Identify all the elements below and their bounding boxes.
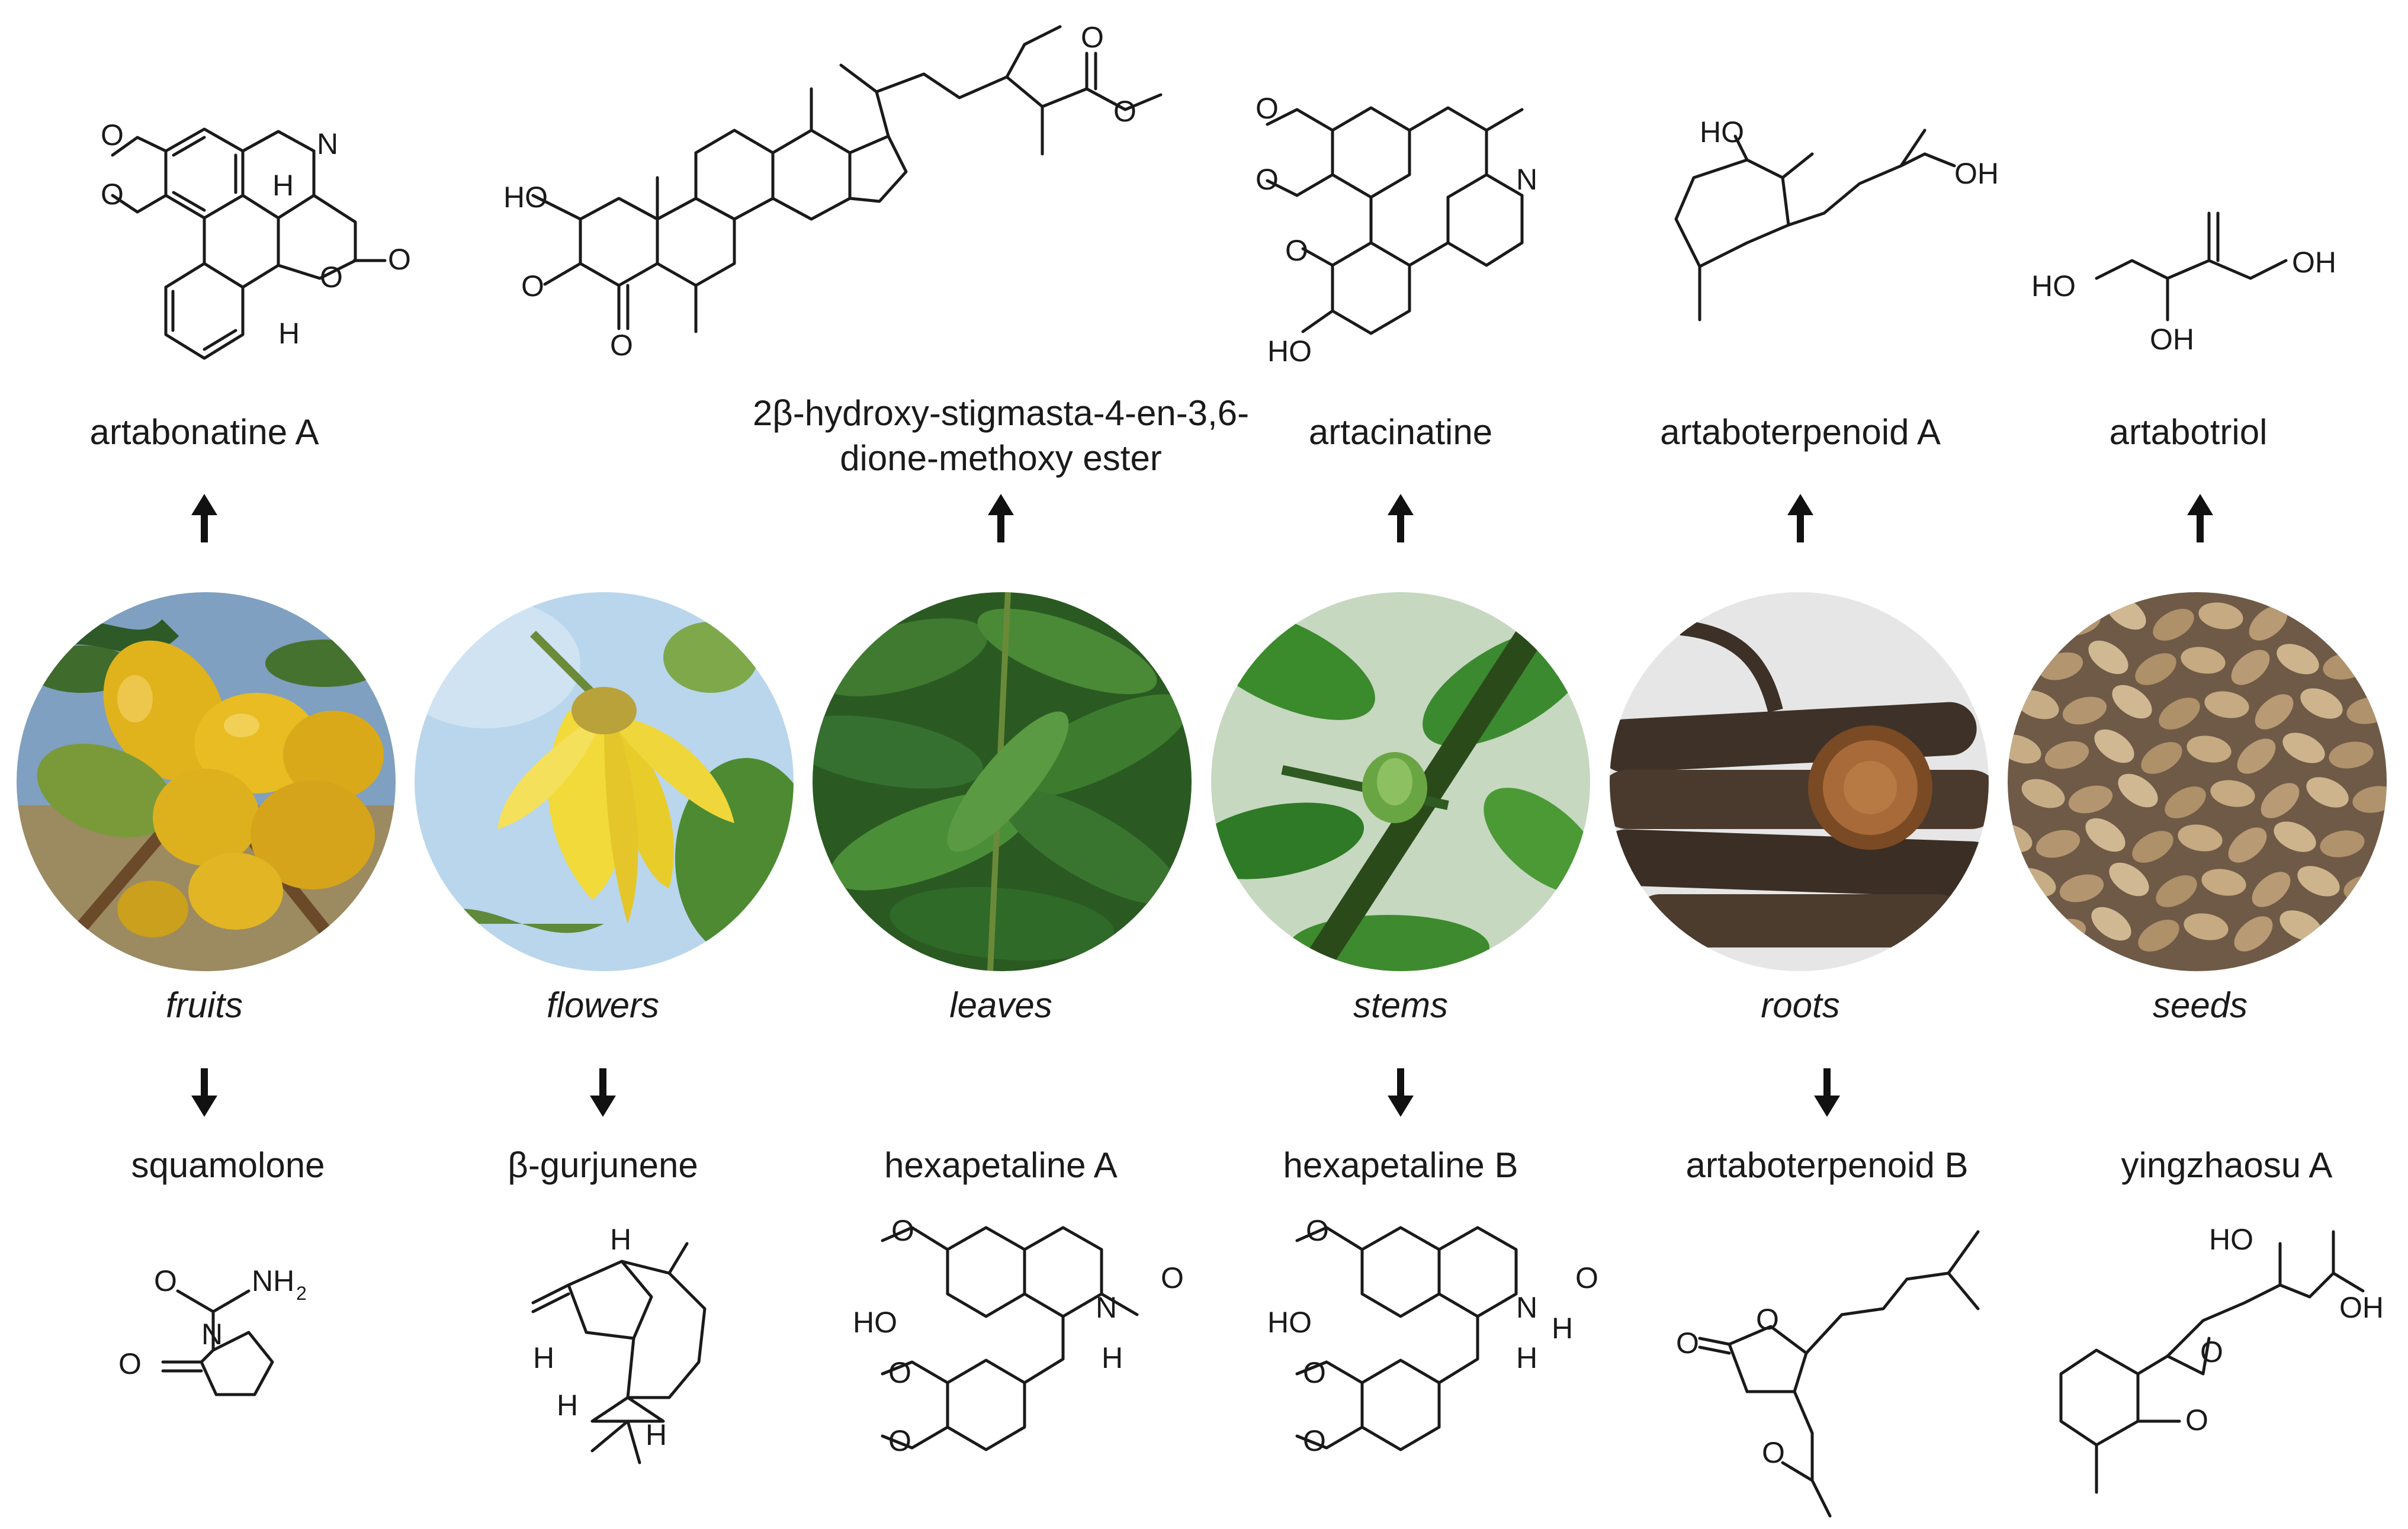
atom-n: N [1516,163,1537,196]
part-label-flowers: flowers [546,985,660,1025]
atom-n: N [1096,1291,1117,1324]
atom-o: O [1762,1436,1785,1469]
part-label-stems: stems [1353,985,1449,1025]
atom-o: O [1256,92,1279,125]
label-hexapetaline-a: hexapetaline A [884,1145,1118,1185]
structure-artaboterpenoid-b [1698,1230,1980,1518]
structure-artacinatine [1266,106,1524,335]
label-hexapetaline-b: hexapetaline B [1283,1145,1518,1185]
atom-o: O [891,1214,914,1247]
atom-o: O [1285,234,1308,267]
atom-o: O [1161,1261,1184,1294]
label-artaboterpenoid-a: artaboterpenoid A [1660,412,1941,452]
label-hydroxy-stigmasta: 2β-hydroxy-stigmasta-4-en-3,6-dione-meth… [752,393,1250,478]
atom-o: O [1256,163,1279,196]
atom-ho: HO [1267,335,1312,368]
label-yingzhaosu-a: yingzhaosu A [2121,1145,2333,1185]
atom-h: H [646,1418,667,1451]
atom-o: O [1081,21,1104,54]
atom-o: O [1113,95,1136,128]
atom-nh2: NH [252,1264,294,1297]
label-artabonatine-a: artabonatine A [89,412,319,452]
atom-ho: HO [1700,115,1744,149]
arrow-up-roots [1787,494,1813,542]
label-artabotriol: artabotriol [2109,412,2268,452]
atom-o: O [888,1356,911,1389]
atom-o: O [320,261,343,294]
atom-o: O [1303,1424,1326,1457]
part-label-seeds: seeds [2152,985,2248,1025]
atom-ho: HO [1267,1306,1312,1339]
atom-o: O [1303,1356,1326,1389]
atom-n: N [317,127,338,160]
atom-o: O [1756,1303,1779,1336]
arrow-down-stems [1388,1068,1414,1117]
atom-ho: HO [853,1306,897,1339]
atom-h: H [272,169,294,202]
atom-ho: HO [503,181,548,214]
arrow-down-flowers [590,1068,616,1117]
structure-beta-gurjunene [531,1242,707,1464]
label-squamolone: squamolone [131,1145,325,1185]
arrow-up-fruits [191,494,217,542]
label-artacinatine: artacinatine [1308,412,1493,452]
arrow-up-seeds [2187,494,2213,542]
atom-h: H [557,1389,578,1422]
structure-artabotriol [2095,211,2288,322]
atom-o: O [101,118,124,152]
atom-o: O [888,1424,911,1457]
atom-oh: OH [2292,246,2336,279]
atom-h: H [1102,1341,1123,1374]
leaves-photo [813,592,1192,971]
arrow-down-roots [1814,1068,1840,1117]
atom-o: O [388,243,411,276]
atom-o: O [1676,1326,1699,1360]
atom-o: O [101,178,124,211]
arrow-up-leaves [988,494,1014,542]
atom-ho: HO [2209,1223,2253,1256]
part-label-fruits: fruits [165,985,243,1025]
label-artaboterpenoid-b: artaboterpenoid B [1685,1145,1969,1185]
roots-photo [1610,592,1989,971]
atom-oh: OH [2339,1291,2384,1324]
label-beta-gurjunene: β-gurjunene [508,1145,698,1185]
part-label-roots: roots [1761,985,1840,1025]
atom-o: O [118,1347,142,1380]
atom-oh: OH [1954,157,1999,190]
atom-h: H [1516,1341,1537,1374]
structure-artaboterpenoid-a [1674,129,1956,322]
atom-n: N [201,1318,223,1351]
arrow-up-stems [1388,494,1414,542]
atom-subscript-2: 2 [296,1283,307,1304]
atom-o: O [521,269,544,303]
atom-n: N [1516,1291,1537,1324]
structure-hexapetaline-a [881,1226,1139,1451]
stems-photo [1211,592,1590,971]
atom-h: H [610,1223,631,1256]
atom-ho: HO [2031,269,2076,303]
part-label-leaves: leaves [949,985,1052,1025]
atom-o: O [1575,1261,1598,1294]
atom-o: O [2200,1335,2223,1369]
structure-yingzhaosu-a [2059,1230,2365,1494]
arrow-down-fruits [191,1068,217,1117]
structure-artabonatine-a [111,127,387,360]
atom-o: O [1306,1214,1329,1247]
atom-h: H [278,317,300,350]
atom-h: H [1552,1312,1573,1345]
atom-o: O [154,1264,177,1297]
atom-o: O [2185,1403,2208,1437]
structure-squamolone [161,1289,274,1396]
atom-o: O [610,329,633,362]
flowers-photo [415,592,794,971]
structure-hexapetaline-b [1295,1226,1518,1451]
atom-h: H [533,1341,554,1374]
structure-hydroxy-stigmasta [531,25,1163,333]
atom-oh: OH [2150,323,2194,356]
